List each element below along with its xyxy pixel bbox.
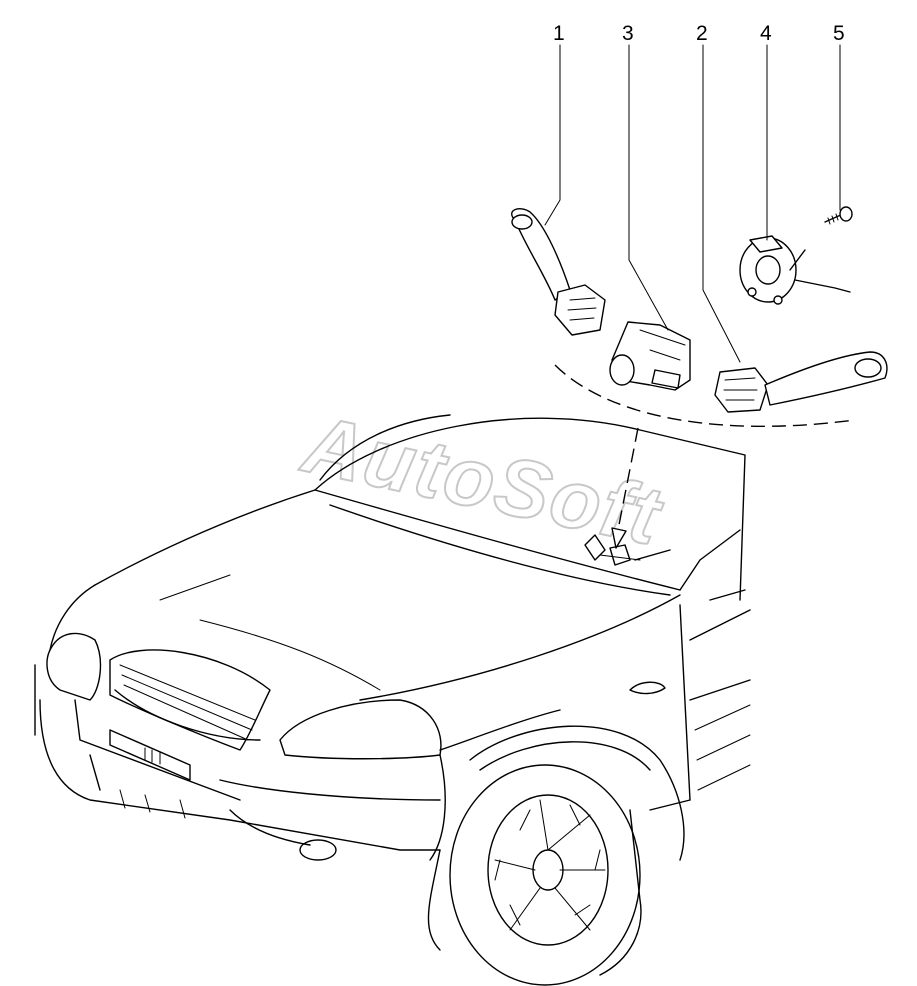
part-5-screw	[824, 206, 853, 225]
callout-4: 4	[760, 22, 772, 45]
detail-arrow-head	[611, 527, 627, 549]
part-4-contact-ring	[739, 235, 851, 305]
installed-switch-location	[584, 534, 671, 566]
callout-leaders	[544, 44, 841, 363]
part-3-ignition-switch	[609, 321, 691, 391]
car-outline	[34, 414, 751, 986]
callout-2: 2	[696, 22, 708, 45]
callout-3: 3	[622, 22, 634, 45]
callout-1: 1	[553, 22, 565, 45]
part-1-turn-signal-switch	[511, 208, 606, 336]
part-2-wiper-switch	[714, 351, 888, 413]
detail-arrow-line	[617, 427, 639, 531]
detail-boundary	[554, 364, 856, 428]
callout-5: 5	[833, 22, 845, 45]
